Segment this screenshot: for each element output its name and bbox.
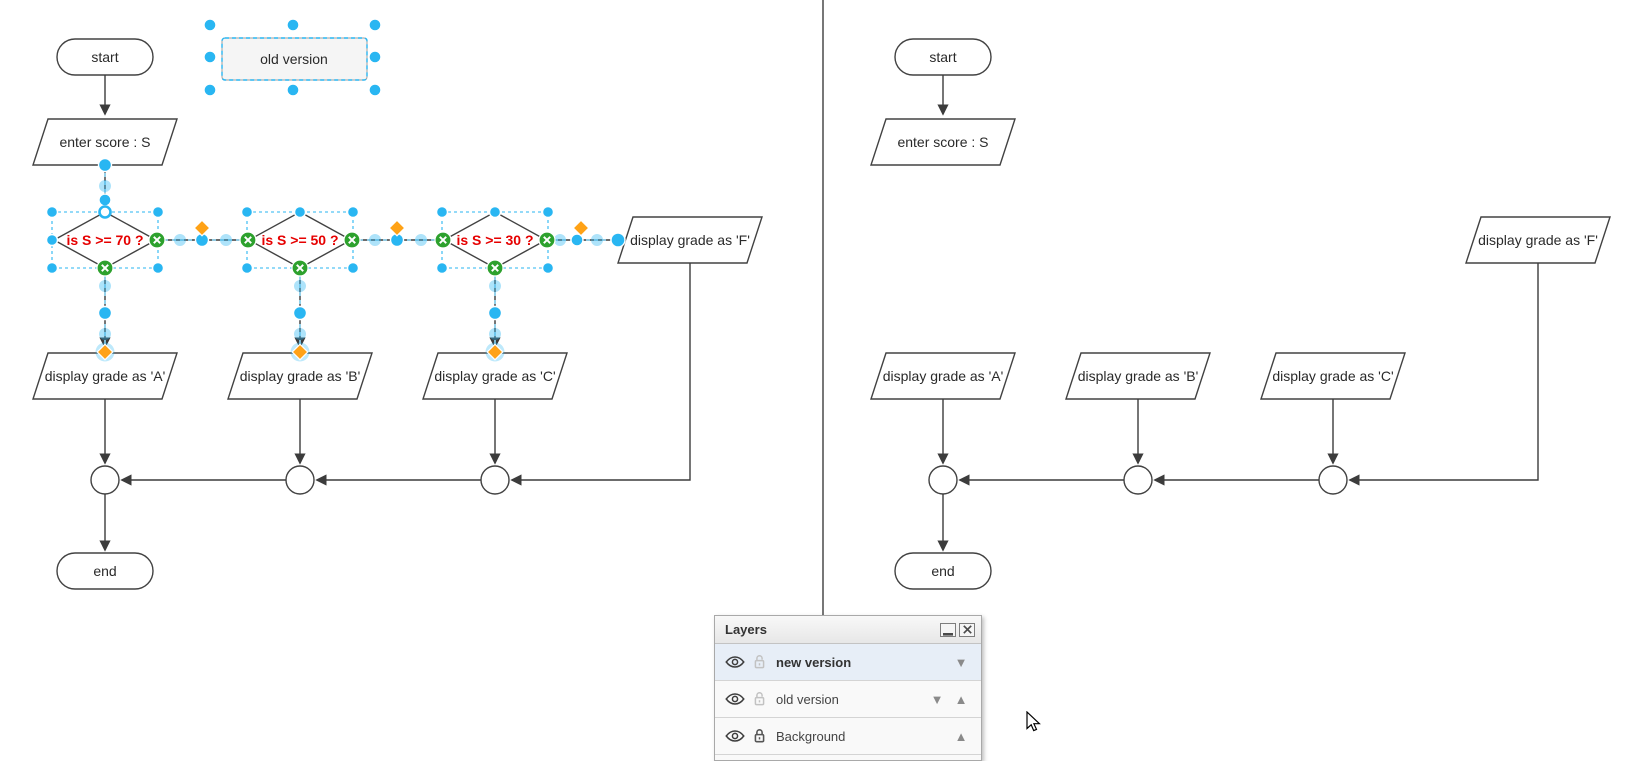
layer-name: Background [776, 728, 846, 744]
display-f-node-new[interactable]: display grade as 'F' [1465, 216, 1611, 264]
layers-panel-title: Layers [725, 622, 767, 637]
display-b-label: display grade as 'B' [1078, 368, 1199, 384]
end-label: end [93, 563, 116, 579]
move-layer-down-icon[interactable]: ▼ [954, 654, 968, 670]
decision-node-70[interactable]: is S >= 70 ? [52, 211, 158, 269]
input-node-old[interactable]: enter score : S [32, 118, 178, 166]
decision-node-50[interactable]: is S >= 50 ? [247, 211, 353, 269]
layers-panel: Layers new version ▼ old version ▼ ▲ [714, 615, 982, 761]
move-layer-down-icon[interactable]: ▼ [930, 691, 944, 707]
layer-row-old-version[interactable]: old version ▼ ▲ [715, 681, 981, 718]
unlock-icon[interactable] [753, 691, 766, 707]
decision-node-30[interactable]: is S >= 30 ? [442, 211, 548, 269]
selection-handles-d3[interactable] [435, 205, 555, 275]
input-label: enter score : S [59, 134, 150, 150]
eye-icon[interactable] [725, 655, 745, 669]
display-c-node-old[interactable]: display grade as 'C' [422, 352, 568, 400]
merge-circle-1-new[interactable] [928, 465, 958, 495]
merge-circle-2-new[interactable] [1123, 465, 1153, 495]
display-c-label: display grade as 'C' [1272, 368, 1393, 384]
edge-endpoint-f [610, 232, 626, 248]
display-f-label: display grade as 'F' [630, 232, 750, 248]
mouse-cursor-icon [1026, 710, 1042, 738]
layer-row-new-version[interactable]: new version ▼ [715, 644, 981, 681]
display-b-node-new[interactable]: display grade as 'B' [1065, 352, 1211, 400]
merge-circle-3-old[interactable] [480, 465, 510, 495]
edge-source-ring-handle [98, 205, 112, 219]
display-a-label: display grade as 'A' [45, 368, 166, 384]
edge-label-handle-icons[interactable] [95, 219, 590, 362]
layer-name: old version [776, 691, 839, 707]
eye-icon[interactable] [725, 692, 745, 706]
merge-circle-2-old[interactable] [285, 465, 315, 495]
close-icon[interactable] [959, 622, 975, 637]
start-label: start [91, 49, 118, 65]
layer-row-background[interactable]: Background ▲ [715, 718, 981, 755]
input-label: enter score : S [897, 134, 988, 150]
minimize-icon[interactable] [940, 622, 956, 637]
input-node-new[interactable]: enter score : S [870, 118, 1016, 166]
end-node-new[interactable]: end [894, 552, 992, 590]
layers-panel-titlebar[interactable]: Layers [715, 616, 981, 644]
edge-waypoints-horizontal[interactable] [174, 232, 626, 248]
display-a-node-old[interactable]: display grade as 'A' [32, 352, 178, 400]
display-a-node-new[interactable]: display grade as 'A' [870, 352, 1016, 400]
flowchart-old-version: start enter score : S is S >= 70 ? is S … [32, 38, 763, 590]
display-f-node-old[interactable]: display grade as 'F' [617, 216, 763, 264]
move-layer-up-icon[interactable]: ▲ [954, 728, 968, 744]
edge-waypoints-vertical[interactable] [97, 280, 503, 340]
decision-70-label: is S >= 70 ? [66, 232, 143, 248]
display-c-node-new[interactable]: display grade as 'C' [1260, 352, 1406, 400]
edge-waypoints[interactable] [97, 157, 113, 207]
display-a-label: display grade as 'A' [883, 368, 1004, 384]
selection-overlay: old version [45, 18, 626, 362]
start-node-old[interactable]: start [56, 38, 154, 76]
edge-f-to-c3-new[interactable] [1348, 263, 1539, 486]
display-b-node-old[interactable]: display grade as 'B' [227, 352, 373, 400]
selection-handles-d1[interactable] [45, 205, 165, 275]
display-b-label: display grade as 'B' [240, 368, 361, 384]
eye-icon[interactable] [725, 729, 745, 743]
decision-50-label: is S >= 50 ? [261, 232, 338, 248]
unlock-icon[interactable] [753, 654, 766, 670]
end-label: end [931, 563, 954, 579]
lock-icon[interactable] [753, 728, 766, 744]
selection-handles-label-box[interactable] [203, 18, 382, 97]
start-node-new[interactable]: start [894, 38, 992, 76]
edge-f-to-c3[interactable] [510, 263, 691, 486]
flowchart-new-version: start enter score : S display grade as '… [870, 38, 1611, 590]
decision-30-label: is S >= 30 ? [456, 232, 533, 248]
merge-circle-3-new[interactable] [1318, 465, 1348, 495]
display-c-label: display grade as 'C' [434, 368, 555, 384]
end-node-old[interactable]: end [56, 552, 154, 590]
display-f-label: display grade as 'F' [1478, 232, 1598, 248]
move-layer-up-icon[interactable]: ▲ [954, 691, 968, 707]
selection-handles-d2[interactable] [240, 205, 360, 275]
merge-circle-1-old[interactable] [90, 465, 120, 495]
layer-name: new version [776, 654, 852, 670]
start-label: start [929, 49, 956, 65]
old-version-label: old version [260, 51, 328, 67]
old-version-label-box[interactable]: old version [221, 37, 368, 81]
